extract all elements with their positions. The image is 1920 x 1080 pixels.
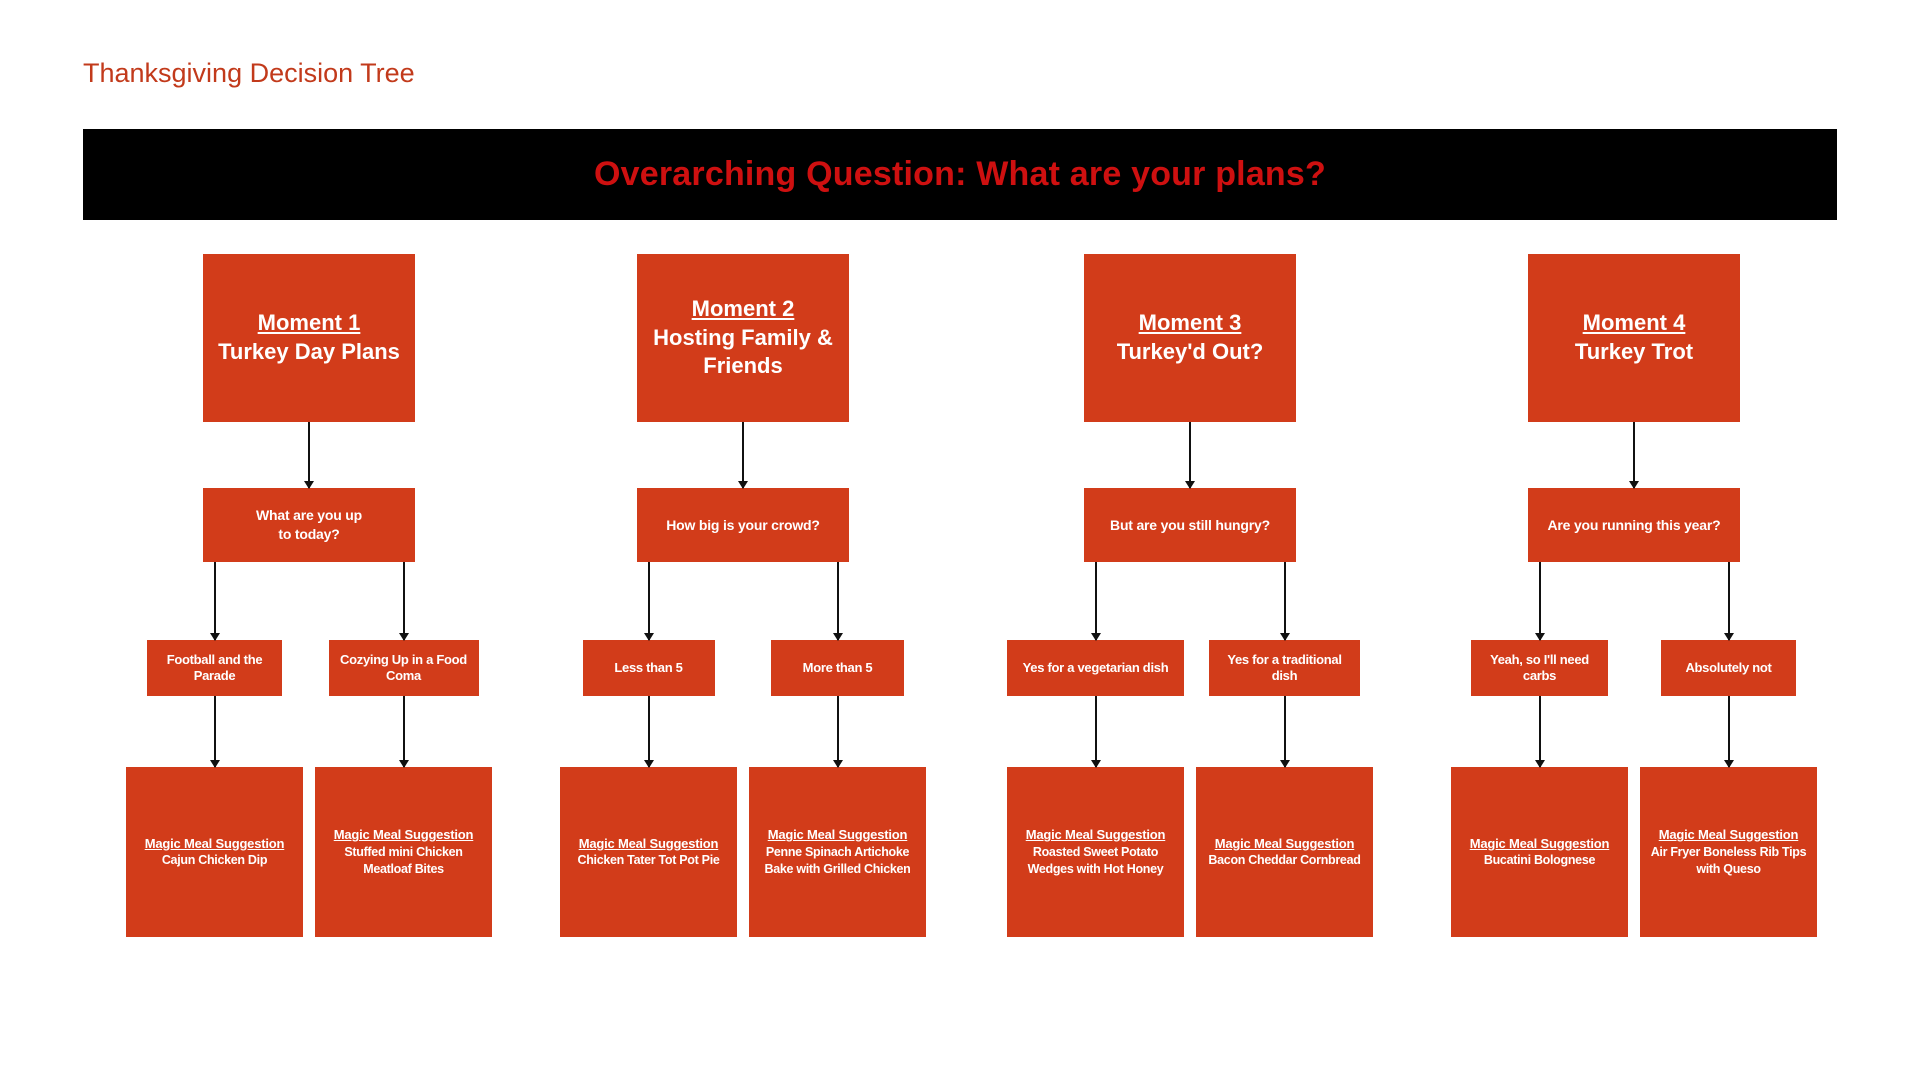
arrow-down-icon — [213, 562, 216, 640]
arrow-down-icon — [1727, 696, 1730, 767]
moment-1-subtitle: Turkey Day Plans — [218, 339, 400, 364]
meal-box-2-2: Magic Meal Suggestion Penne Spinach Arti… — [749, 767, 926, 937]
arrow-down-icon — [213, 696, 216, 767]
moment-box-3: Moment 3 Turkey'd Out? — [1084, 254, 1296, 422]
decision-column-4: Moment 4 Turkey Trot Are you running thi… — [1451, 254, 1817, 937]
meal-label: Magic Meal Suggestion — [578, 835, 719, 851]
meal-name: Cajun Chicken Dip — [161, 853, 268, 868]
moment-3-title: Moment 3 — [1138, 310, 1242, 336]
answer-2-1: Less than 5 — [582, 640, 715, 696]
question-box-4: Are you running this year? — [1528, 488, 1740, 562]
arrow-down-icon — [1633, 422, 1635, 488]
arrow-down-icon — [1727, 562, 1730, 640]
arrow-down-icon — [742, 422, 744, 488]
moment-2-subtitle: Hosting Family & Friends — [653, 324, 833, 379]
arrow-down-icon — [1094, 562, 1097, 640]
meal-label: Magic Meal Suggestion — [767, 827, 908, 843]
arrow-down-icon — [1094, 696, 1097, 767]
arrow-down-icon — [836, 696, 839, 767]
meal-label: Magic Meal Suggestion — [144, 835, 285, 851]
moment-4-title: Moment 4 — [1582, 310, 1686, 336]
branches-2: Less than 5 Magic Meal Suggestion Chicke… — [560, 562, 926, 937]
answer-2-2: More than 5 — [771, 640, 904, 696]
meal-box-1-2: Magic Meal Suggestion Stuffed mini Chick… — [315, 767, 492, 937]
meal-name: Roasted Sweet Potato Wedges with Hot Hon… — [1027, 844, 1164, 876]
moment-box-4: Moment 4 Turkey Trot — [1528, 254, 1740, 422]
decision-column-2: Moment 2 Hosting Family & Friends How bi… — [560, 254, 926, 937]
branch-2-2: More than 5 Magic Meal Suggestion Penne … — [749, 562, 926, 937]
arrow-down-icon — [1189, 422, 1191, 488]
arrow-down-icon — [308, 422, 310, 488]
answer-3-1: Yes for a vegetarian dish — [1007, 640, 1184, 696]
question-box-3: But are you still hungry? — [1084, 488, 1296, 562]
arrow-down-icon — [402, 562, 405, 640]
meal-label: Magic Meal Suggestion — [1658, 827, 1799, 843]
arrow-down-icon — [836, 562, 839, 640]
branch-3-1: Yes for a vegetarian dish Magic Meal Sug… — [1007, 562, 1184, 937]
meal-box-3-2: Magic Meal Suggestion Bacon Cheddar Corn… — [1196, 767, 1373, 937]
decision-column-1: Moment 1 Turkey Day Plans What are you u… — [126, 254, 492, 937]
answer-1-2: Cozying Up in a Food Coma — [328, 640, 479, 696]
meal-name: Bacon Cheddar Cornbread — [1208, 853, 1361, 868]
moment-box-2: Moment 2 Hosting Family & Friends — [637, 254, 849, 422]
branch-2-1: Less than 5 Magic Meal Suggestion Chicke… — [560, 562, 737, 937]
moment-box-1: Moment 1 Turkey Day Plans — [203, 254, 415, 422]
moment-2-title: Moment 2 — [691, 296, 795, 322]
overarching-question-banner: Overarching Question: What are your plan… — [83, 129, 1837, 220]
answer-3-2: Yes for a traditional dish — [1209, 640, 1360, 696]
branch-1-2: Cozying Up in a Food Coma Magic Meal Sug… — [315, 562, 492, 937]
meal-label: Magic Meal Suggestion — [1214, 835, 1355, 851]
branch-1-1: Football and the Parade Magic Meal Sugge… — [126, 562, 303, 937]
answer-4-2: Absolutely not — [1661, 640, 1796, 696]
arrow-down-icon — [1283, 696, 1286, 767]
branches-4: Yeah, so I'll need carbs Magic Meal Sugg… — [1451, 562, 1817, 937]
branches-1: Football and the Parade Magic Meal Sugge… — [126, 562, 492, 937]
meal-box-4-1: Magic Meal Suggestion Bucatini Bolognese — [1451, 767, 1628, 937]
arrow-down-icon — [402, 696, 405, 767]
moment-4-subtitle: Turkey Trot — [1574, 339, 1694, 364]
arrow-down-icon — [1283, 562, 1286, 640]
meal-box-2-1: Magic Meal Suggestion Chicken Tater Tot … — [560, 767, 737, 937]
meal-label: Magic Meal Suggestion — [333, 827, 474, 843]
question-box-2: How big is your crowd? — [637, 488, 849, 562]
arrow-down-icon — [1538, 696, 1541, 767]
branch-3-2: Yes for a traditional dish Magic Meal Su… — [1196, 562, 1373, 937]
meal-name: Stuffed mini Chicken Meatloaf Bites — [344, 844, 463, 876]
arrow-down-icon — [1538, 562, 1541, 640]
decision-column-3: Moment 3 Turkey'd Out? But are you still… — [1007, 254, 1373, 937]
meal-name: Penne Spinach Artichoke Bake with Grille… — [764, 844, 911, 876]
answer-4-1: Yeah, so I'll need carbs — [1471, 640, 1608, 696]
page-title: Thanksgiving Decision Tree — [83, 58, 415, 88]
meal-label: Magic Meal Suggestion — [1025, 827, 1166, 843]
branch-4-1: Yeah, so I'll need carbs Magic Meal Sugg… — [1451, 562, 1628, 937]
meal-box-4-2: Magic Meal Suggestion Air Fryer Boneless… — [1640, 767, 1817, 937]
overarching-question-text: Overarching Question: What are your plan… — [594, 155, 1326, 193]
arrow-down-icon — [647, 696, 650, 767]
meal-label: Magic Meal Suggestion — [1469, 835, 1610, 851]
branches-3: Yes for a vegetarian dish Magic Meal Sug… — [1007, 562, 1373, 937]
meal-name: Chicken Tater Tot Pot Pie — [577, 853, 720, 868]
moment-1-title: Moment 1 — [257, 310, 361, 336]
arrow-down-icon — [647, 562, 650, 640]
meal-name: Air Fryer Boneless Rib Tips with Queso — [1650, 844, 1807, 876]
branch-4-2: Absolutely not Magic Meal Suggestion Air… — [1640, 562, 1817, 937]
question-box-1: What are you up to today? — [203, 488, 415, 562]
meal-box-3-1: Magic Meal Suggestion Roasted Sweet Pota… — [1007, 767, 1184, 937]
moment-3-subtitle: Turkey'd Out? — [1116, 339, 1264, 364]
answer-1-1: Football and the Parade — [147, 640, 282, 696]
meal-box-1-1: Magic Meal Suggestion Cajun Chicken Dip — [126, 767, 303, 937]
meal-name: Bucatini Bolognese — [1483, 853, 1596, 868]
